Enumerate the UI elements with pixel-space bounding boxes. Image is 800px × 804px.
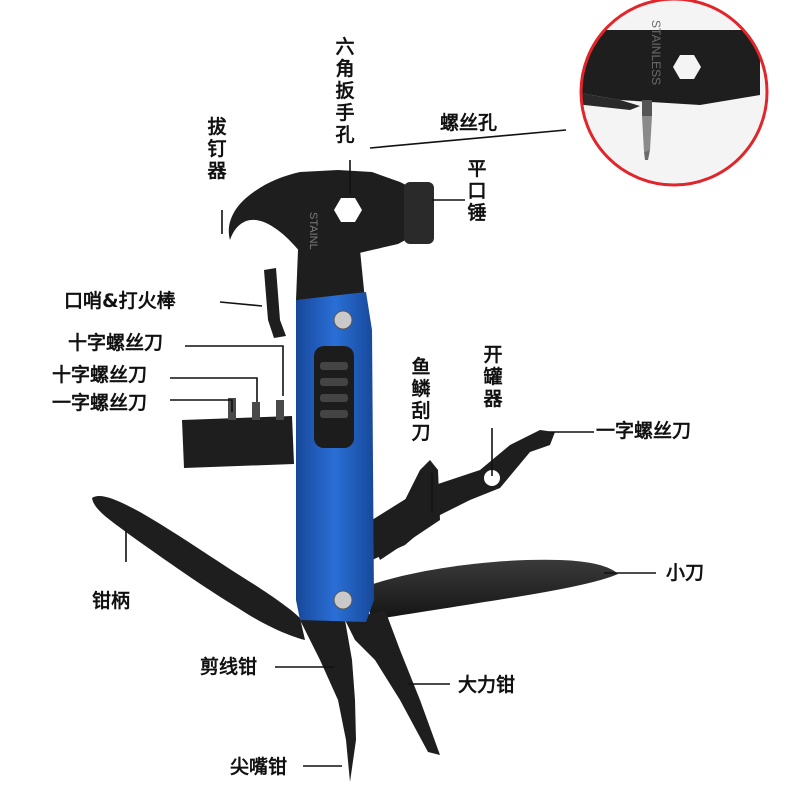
label-flat-hammer: 平口锤 (467, 158, 487, 224)
label-flat-screwdriver-right: 一字螺丝刀 (596, 420, 692, 442)
hammer-head (228, 170, 424, 254)
hammer-neck (296, 250, 365, 300)
leader-lines (125, 129, 656, 767)
blue-handle (296, 292, 374, 622)
screw-top (333, 310, 353, 330)
screwdriver-inset: STAINLESS (579, 0, 769, 187)
label-fish-scaler: 鱼鳞刮刀 (411, 356, 431, 444)
plier-jaw-right (345, 610, 440, 755)
hex-wrench-hole (334, 198, 362, 222)
label-flat-screwdriver-left: 一字螺丝刀 (52, 392, 148, 414)
label-hex-wrench-hole: 六角扳手孔 (335, 36, 355, 146)
bit-phillips-1 (252, 402, 260, 420)
label-knife: 小刀 (666, 562, 705, 584)
label-plier-handle: 钳柄 (92, 590, 131, 612)
plier-handle-shape (92, 495, 305, 640)
label-nail-puller: 拔钉器 (207, 116, 227, 182)
inset-bit (642, 116, 652, 152)
whistle-firestarter-shape (264, 268, 286, 338)
hammer-face (404, 182, 434, 244)
inset-hex-hole (673, 55, 701, 79)
label-screw-hole: 螺丝孔 (440, 112, 498, 134)
label-phillips-screwdriver-2: 十字螺丝刀 (52, 364, 148, 386)
bit-block (182, 416, 294, 468)
screw-bottom (333, 590, 353, 610)
label-heavy-pliers: 大力钳 (458, 674, 516, 696)
can-opener-shape (372, 430, 555, 560)
label-wire-cutter: 剪线钳 (200, 656, 258, 678)
bit-phillips-2 (276, 400, 284, 420)
label-whistle-firestarter: 口哨&打火棒 (64, 290, 176, 312)
label-phillips-screwdriver-1: 十字螺丝刀 (68, 332, 164, 354)
label-needle-nose-pliers: 尖嘴钳 (230, 756, 288, 778)
inset-ring (579, 0, 769, 187)
inset-engraving: STAINLESS (649, 20, 663, 85)
needle-nose-jaw (300, 620, 356, 782)
knife-blade (370, 559, 618, 620)
label-can-opener: 开罐器 (483, 344, 503, 410)
